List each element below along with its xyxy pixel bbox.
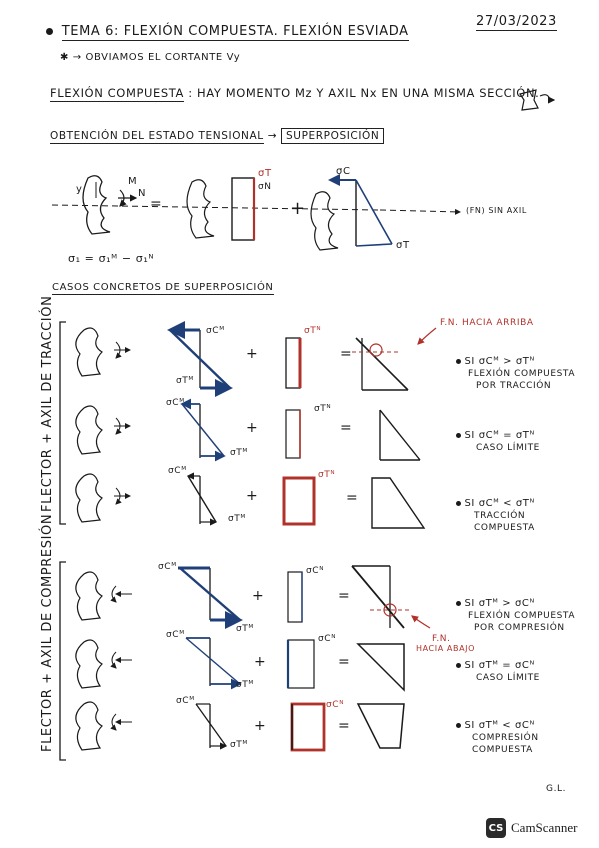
row5-sig-cm: σCᴹ	[166, 630, 185, 640]
row3-sig-tm: σTᴹ	[228, 514, 246, 524]
row2-sig-cm: σCᴹ	[166, 398, 185, 408]
case-row-5	[75, 637, 405, 692]
sigma-n-label: σN	[258, 182, 272, 192]
case-row-2	[75, 398, 421, 462]
row1-sig-cm: σCᴹ	[206, 326, 225, 336]
sigma-t-label: σT	[258, 168, 272, 179]
estado-label: OBTENCIÓN DEL ESTADO TENSIONAL	[50, 130, 264, 144]
row1-eq: =	[340, 346, 353, 362]
row4-sig-cm: σCᴹ	[158, 562, 177, 572]
row2-plus: +	[246, 420, 259, 436]
bullet-icon	[456, 663, 461, 668]
row2-eq: =	[340, 420, 353, 436]
n-label: N	[138, 188, 147, 199]
row3-eq: =	[346, 490, 359, 506]
bullet-icon	[456, 433, 461, 438]
m-label: M	[128, 176, 138, 187]
bullet-icon	[456, 723, 461, 728]
bullet-icon	[456, 359, 461, 364]
row3-sig-tn: σTᴺ	[318, 470, 336, 480]
fn-abajo-label-1: F.N.	[432, 634, 451, 644]
bullet-icon	[456, 601, 461, 606]
row4-plus: +	[252, 588, 265, 604]
fn-arriba-label: F.N. HACIA ARRIBA	[440, 318, 534, 328]
group2-label: FLECTOR + AXIL DE COMPRESIÓN	[40, 513, 55, 752]
note: ✱ → OBVIAMOS EL CORTANTE Vy	[60, 52, 241, 63]
row2-sig-tn: σTᴺ	[314, 404, 332, 414]
method-box: SUPERPOSICIÓN	[281, 128, 385, 144]
definition: FLEXIÓN COMPUESTA : HAY MOMENTO Mz Y AXI…	[50, 86, 540, 102]
case-row-6	[75, 701, 405, 752]
definition-text: : HAY MOMENTO Mz Y AXIL Nx EN UNA MISMA …	[188, 86, 540, 100]
section-icon	[519, 89, 554, 111]
estado-row: OBTENCIÓN DEL ESTADO TENSIONAL → SUPERPO…	[50, 128, 385, 144]
group1-label: FLECTOR + AXIL DE TRACCIÓN	[40, 295, 55, 512]
fn-abajo-label-2: HACIA ABAJO	[416, 644, 475, 653]
row6-plus: +	[254, 718, 267, 734]
row3-sig-cm: σCᴹ	[168, 466, 187, 476]
bullet-icon	[46, 28, 53, 35]
case-cond-6: SI σTᴹ < σCᴺ COMPRESIÓN COMPUESTA	[456, 720, 539, 756]
title-row: TEMA 6: FLEXIÓN COMPUESTA. FLEXIÓN ESVIA…	[46, 24, 409, 41]
row3-plus: +	[246, 488, 259, 504]
case-cond-4: SI σTᴹ > σCᴺ FLEXIÓN COMPUESTA POR COMPR…	[456, 598, 575, 634]
row5-eq: =	[338, 654, 351, 670]
asterisk-icon: ✱	[60, 52, 69, 63]
camscanner-brand: CamScanner	[511, 820, 578, 835]
page-title: TEMA 6: FLEXIÓN COMPUESTA. FLEXIÓN ESVIA…	[61, 24, 409, 41]
case-row-1	[75, 321, 437, 397]
equals-sign: =	[150, 196, 163, 212]
definition-term: FLEXIÓN COMPUESTA	[50, 86, 184, 102]
camscanner-footer: CS CamScanner	[486, 818, 577, 838]
case-row-3	[75, 472, 426, 529]
casos-title: CASOS CONCRETOS DE SUPERPOSICIÓN	[52, 282, 274, 295]
formula: σ₁ = σ₁ᴹ − σ₁ᴺ	[68, 252, 155, 265]
row4-sig-cn: σCᴺ	[306, 566, 325, 576]
row1-sig-tm: σTᴹ	[176, 376, 194, 386]
row5-plus: +	[254, 654, 267, 670]
sigma-t-label-2: σT	[396, 240, 410, 251]
row1-sig-tn: σTᴺ	[304, 326, 322, 336]
row6-eq: =	[338, 718, 351, 734]
date: 27/03/2023	[476, 14, 557, 31]
row1-plus: +	[246, 346, 259, 362]
case-cond-1: SI σCᴹ > σTᴺ FLEXIÓN COMPUESTA POR TRACC…	[456, 356, 575, 392]
row5-sig-cn: σCᴺ	[318, 634, 337, 644]
y-label: y	[76, 184, 83, 195]
row6-sig-cm: σCᴹ	[176, 696, 195, 706]
arrow-right-icon: →	[267, 130, 282, 142]
fn-label: (FN) SIN AXIL	[466, 206, 527, 215]
row4-eq: =	[338, 588, 351, 604]
plus-sign: +	[290, 198, 306, 219]
case-cond-2: SI σCᴹ = σTᴺ CASO LÍMITE	[456, 430, 540, 454]
case-cond-5: SI σTᴹ = σCᴺ CASO LÍMITE	[456, 660, 540, 684]
camscanner-logo-icon: CS	[486, 818, 506, 838]
estado-diagram	[51, 174, 461, 251]
case-cond-3: SI σCᴹ < σTᴺ TRACCIÓN COMPUESTA	[456, 498, 535, 534]
sigma-c-label: σC	[336, 166, 351, 177]
row4-sig-tm: σTᴹ	[236, 624, 254, 634]
row5-sig-tm: σTᴹ	[236, 680, 254, 690]
row6-sig-cn: σCᴺ	[326, 700, 345, 710]
signature: G.L.	[546, 784, 567, 794]
row6-sig-tm: σTᴹ	[230, 740, 248, 750]
row2-sig-tm: σTᴹ	[230, 448, 248, 458]
case-row-4	[75, 565, 431, 629]
bullet-icon	[456, 501, 461, 506]
